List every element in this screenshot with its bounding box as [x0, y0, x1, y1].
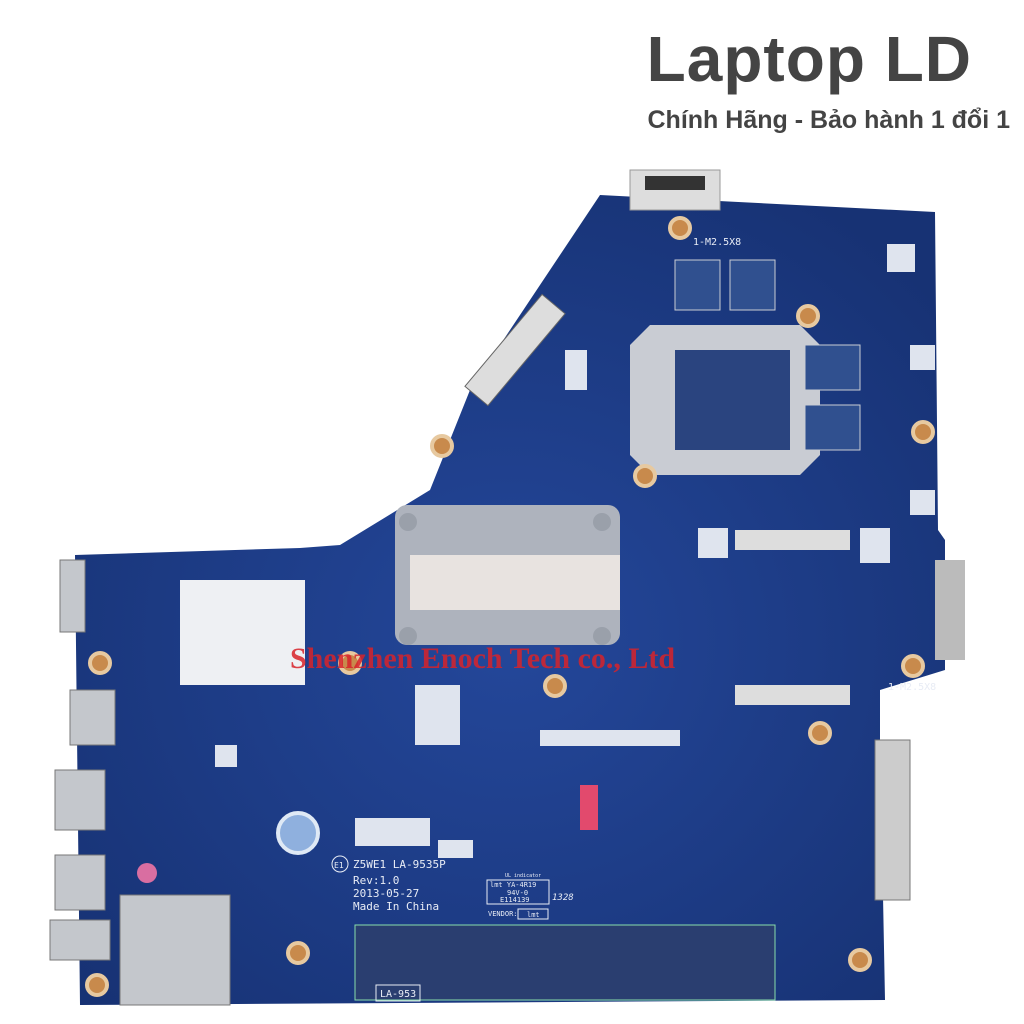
- bottom-label: LA-953: [380, 989, 416, 1000]
- vendor-label: VENDOR:: [488, 910, 518, 918]
- thermal-tape: [410, 555, 620, 610]
- vendor-value: lmt: [527, 911, 540, 919]
- revision: Rev:1.0: [353, 874, 399, 887]
- ul-line1: lmt YA-4R19: [490, 881, 536, 889]
- origin: Made In China: [353, 900, 439, 913]
- model-line: Z5WE1 LA-9535P: [353, 858, 446, 871]
- date: 2013-05-27: [353, 887, 419, 900]
- brand-tagline: Chính Hãng - Bảo hành 1 đổi 1: [647, 106, 1011, 134]
- gpu-chip: [675, 350, 790, 450]
- screw-label-top: 1-M2.5X8: [693, 237, 741, 248]
- e1-logo: E1: [334, 861, 344, 870]
- wifi-slot: [464, 293, 566, 407]
- ul-line2: 94V-0: [507, 889, 528, 897]
- ul-title: UL indicator: [505, 873, 541, 879]
- screw-holes: [85, 216, 935, 997]
- left-ports: [49, 559, 231, 1006]
- date-code: 1328: [552, 893, 574, 903]
- screw-label-right: 1-M2.5X8: [888, 682, 936, 693]
- watermark: Shenzhen Enoch Tech co., Ltd: [290, 642, 675, 675]
- brand-title: Laptop LD: [646, 23, 972, 95]
- pads: [215, 244, 935, 985]
- ul-line3: E114139: [500, 896, 530, 904]
